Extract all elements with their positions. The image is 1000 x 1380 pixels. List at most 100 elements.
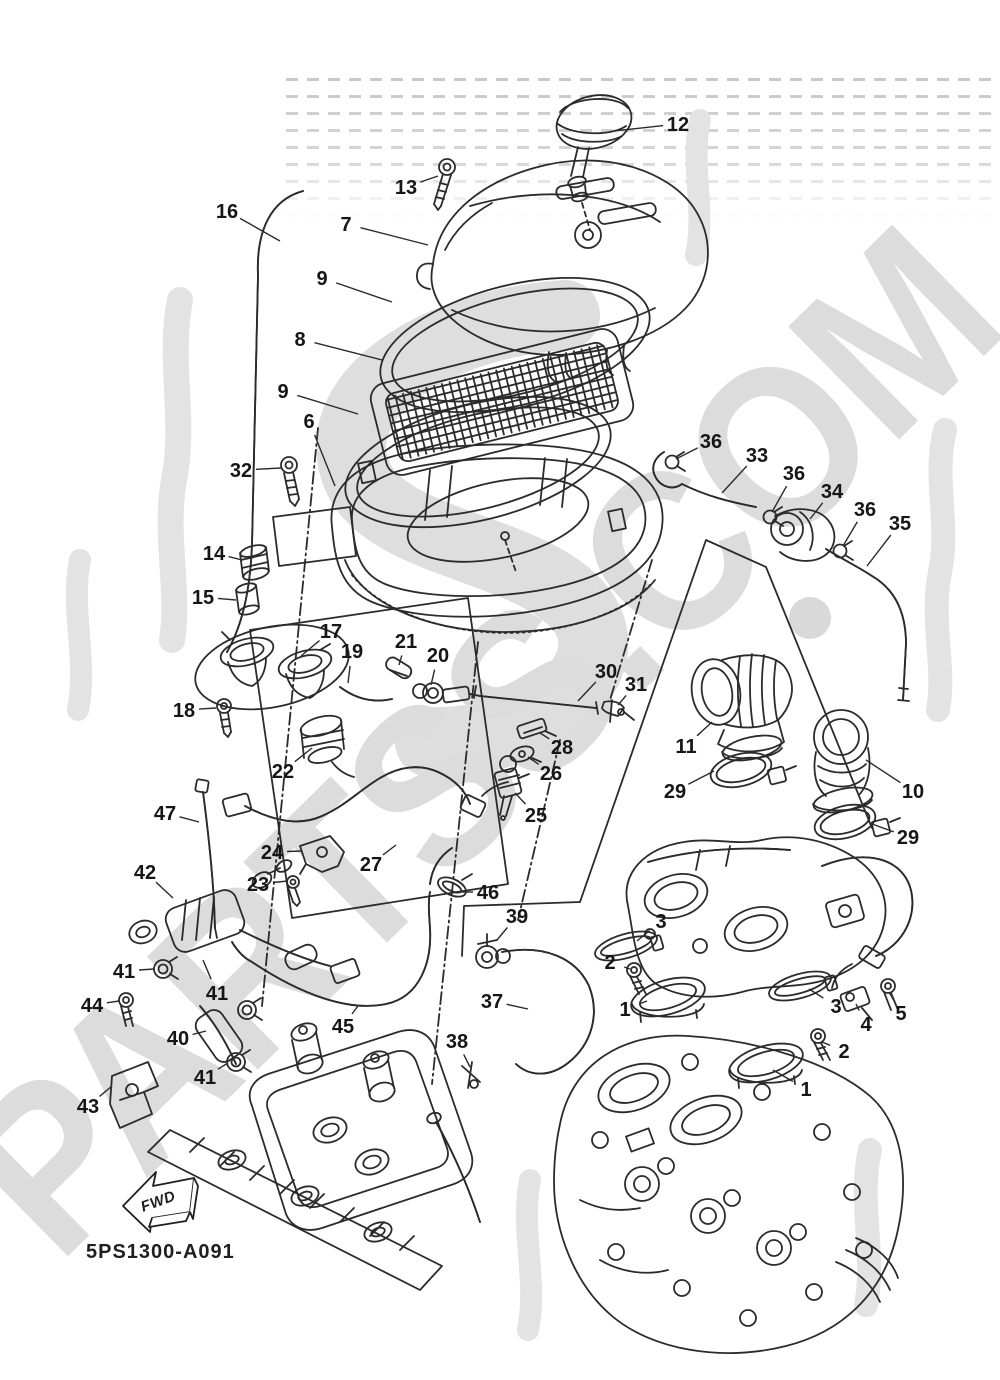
- manifold-clamp-3-right: [768, 970, 839, 1002]
- callout-label-2: 2: [838, 1041, 849, 1063]
- leader-line: [842, 521, 858, 547]
- callout-label-23: 23: [247, 874, 269, 896]
- leader-line: [351, 1005, 359, 1015]
- leader-line: [294, 747, 313, 763]
- callout-label-35: 35: [889, 513, 911, 535]
- air-cleaner-cover: [416, 159, 709, 383]
- hose-joint-39: [475, 933, 511, 969]
- callout-label-3: 3: [830, 996, 841, 1018]
- intake-joint-1-left: [630, 976, 706, 1023]
- vent-hose-33: [652, 451, 757, 508]
- callout-label-29: 29: [664, 781, 686, 803]
- ais-hose-45: [251, 847, 453, 1007]
- vacuum-hose-37: [501, 948, 595, 1075]
- leader-line: [360, 227, 429, 246]
- leader-line: [687, 770, 715, 785]
- intake-funnels-17: [194, 623, 350, 711]
- callout-label-13: 13: [395, 177, 417, 199]
- leader-line: [300, 640, 320, 657]
- callout-label-47: 47: [154, 803, 176, 825]
- callout-label-37: 37: [481, 991, 503, 1013]
- construction-lines: [249, 427, 873, 1085]
- leader-line: [623, 966, 631, 970]
- leader-line: [617, 694, 627, 706]
- leader-line: [613, 124, 664, 132]
- manifold-bolt-2-right: [810, 1028, 831, 1061]
- bolt-5: [880, 978, 899, 1011]
- element-mesh: [385, 344, 618, 461]
- leader-line: [430, 669, 436, 686]
- funnel-screw-18: [216, 698, 232, 738]
- pipe-clip-31: [601, 699, 635, 723]
- callout-label-42: 42: [134, 862, 156, 884]
- callout-label-18: 18: [173, 700, 195, 722]
- drain-pipe-35: [825, 548, 910, 702]
- callout-label-46: 46: [477, 882, 499, 904]
- callout-label-30: 30: [595, 661, 617, 683]
- leader-line: [808, 988, 824, 999]
- valve-cover-assembly: [147, 1022, 481, 1291]
- leader-line: [228, 555, 243, 561]
- callout-label-40: 40: [167, 1028, 189, 1050]
- callout-label-10: 10: [902, 781, 924, 803]
- leader-line: [314, 342, 383, 361]
- mesh-line: [385, 344, 605, 401]
- cylinder-head: [553, 1034, 904, 1354]
- canister-34: [770, 508, 836, 562]
- callout-label-20: 20: [427, 645, 449, 667]
- duct-joint-14: [239, 544, 270, 581]
- fuel-pipe-30: [473, 685, 599, 715]
- callout-label-38: 38: [446, 1031, 468, 1053]
- callout-label-27: 27: [360, 854, 382, 876]
- leader-line: [577, 681, 597, 702]
- callout-label-8: 8: [294, 329, 305, 351]
- leader-line: [217, 1062, 229, 1070]
- callout-label-32: 32: [230, 460, 252, 482]
- leader-line: [496, 927, 508, 941]
- callout-label-4: 4: [860, 1014, 872, 1036]
- leader-line: [419, 175, 439, 183]
- leader-line: [239, 217, 281, 242]
- callout-label-12: 12: [667, 114, 689, 136]
- leader-line: [721, 465, 748, 494]
- joint-clamp-29-right: [813, 803, 901, 841]
- leader-line: [855, 1003, 860, 1011]
- leader-line: [202, 959, 212, 980]
- leader-line: [99, 1085, 113, 1097]
- leader-line: [463, 1054, 471, 1068]
- mesh-line: [389, 360, 609, 417]
- leader-line: [871, 823, 895, 833]
- callout-label-14: 14: [203, 543, 226, 565]
- leader-line: [272, 880, 289, 884]
- callout-label-36: 36: [700, 431, 722, 453]
- callout-label-9: 9: [316, 268, 327, 290]
- callout-label-34: 34: [821, 481, 844, 503]
- leader-line: [539, 732, 550, 740]
- callout-label-24: 24: [261, 842, 284, 864]
- callout-label-41: 41: [194, 1067, 216, 1089]
- callout-label-21: 21: [395, 631, 417, 653]
- sensor-harness-27: [221, 766, 509, 823]
- leader-line: [297, 394, 359, 415]
- leader-line: [821, 1041, 831, 1046]
- air-temp-sensor-22: [299, 714, 355, 778]
- hose-clip-41-c: [226, 1049, 252, 1073]
- hose-clip-38: [461, 1061, 481, 1089]
- callout-label-41: 41: [113, 961, 135, 983]
- callout-label-6: 6: [303, 411, 314, 433]
- callout-label-1: 1: [800, 1079, 811, 1101]
- leader-line: [772, 1069, 794, 1083]
- mesh-line: [398, 399, 618, 456]
- breather-hose-16: [226, 190, 304, 653]
- leader-line: [138, 968, 155, 971]
- leader-line: [382, 844, 397, 856]
- callout-label-43: 43: [77, 1096, 99, 1118]
- callout-label-16: 16: [216, 201, 238, 223]
- intake-joint-10: [812, 709, 874, 814]
- hose-clip-41-b: [237, 997, 263, 1021]
- case-screw-32: [280, 456, 300, 507]
- clamp-28: [516, 717, 557, 740]
- leader-line: [313, 434, 336, 487]
- callout-label-44: 44: [81, 995, 104, 1017]
